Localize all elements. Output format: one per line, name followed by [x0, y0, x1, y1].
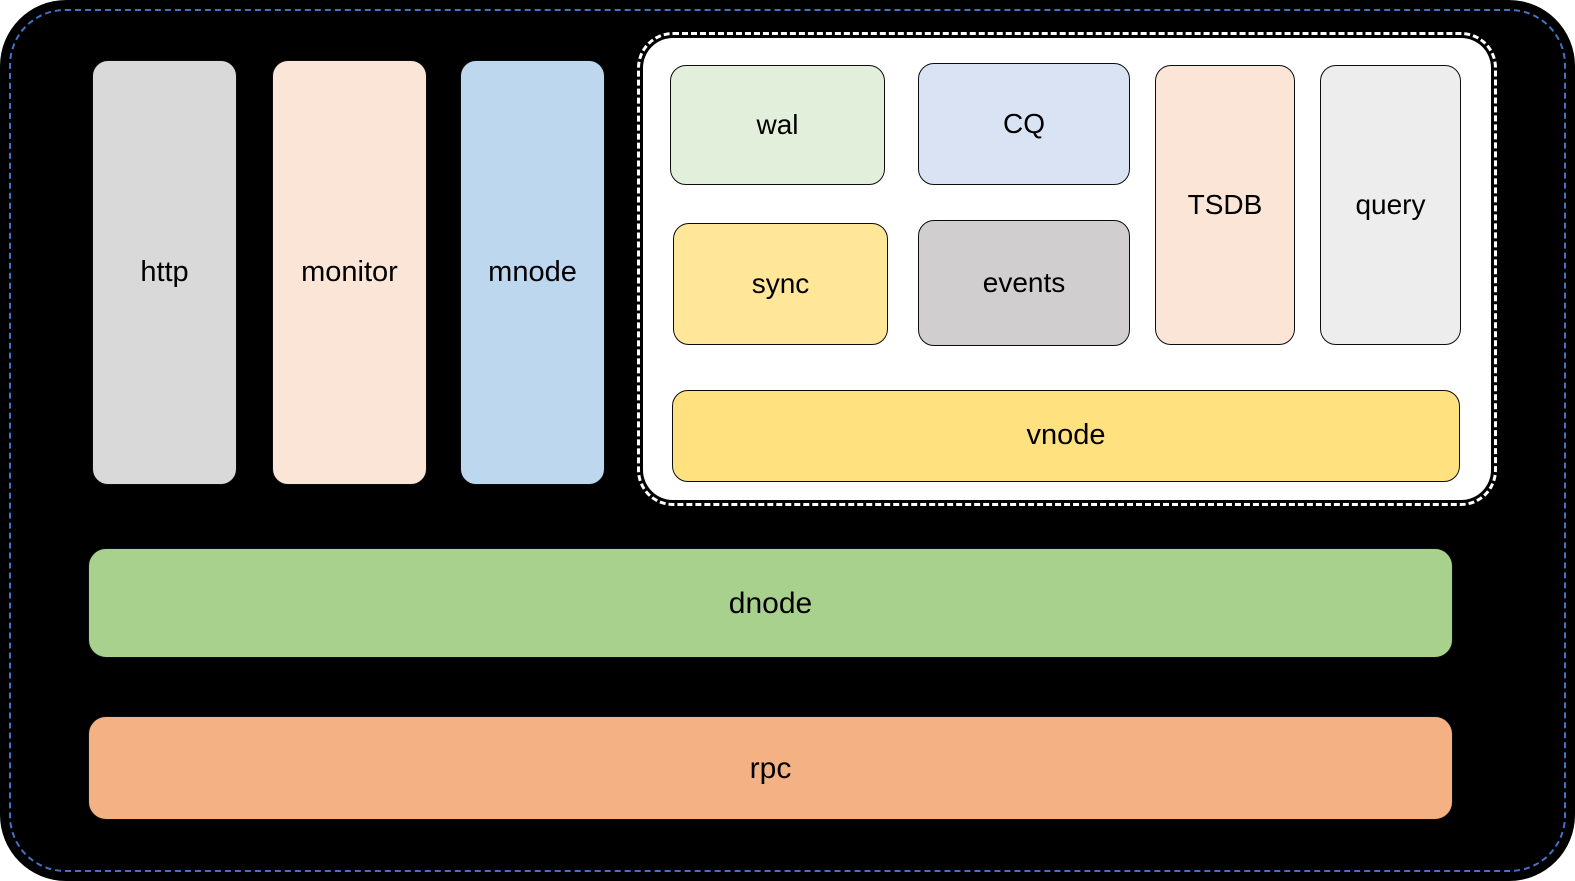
node-sync-label: sync [751, 267, 810, 299]
node-tsdb: TSDB [1155, 65, 1295, 345]
node-vnode-label: vnode [1026, 419, 1106, 452]
node-mnode-label: mnode [488, 255, 577, 288]
node-query: query [1320, 65, 1461, 345]
node-vnode: vnode [672, 390, 1460, 482]
node-events-label: events [982, 266, 1066, 298]
node-dnode-label: dnode [728, 586, 813, 620]
node-wal: wal [670, 65, 885, 185]
node-cq: CQ [918, 63, 1130, 185]
node-query-label: query [1355, 188, 1426, 220]
node-events: events [918, 220, 1130, 346]
node-sync: sync [673, 223, 888, 345]
node-monitor-label: monitor [301, 255, 398, 288]
node-wal-label: wal [756, 108, 799, 140]
node-tsdb-label: TSDB [1187, 188, 1263, 220]
node-rpc: rpc [88, 716, 1453, 820]
node-monitor: monitor [272, 60, 427, 485]
node-http-label: http [140, 255, 189, 288]
node-mnode: mnode [460, 60, 605, 485]
vnode-group-panel: wal CQ TSDB query sync events vnode [637, 32, 1497, 506]
node-http: http [92, 60, 237, 485]
node-dnode: dnode [88, 548, 1453, 658]
node-rpc-label: rpc [749, 751, 792, 785]
node-cq-label: CQ [1003, 107, 1045, 139]
